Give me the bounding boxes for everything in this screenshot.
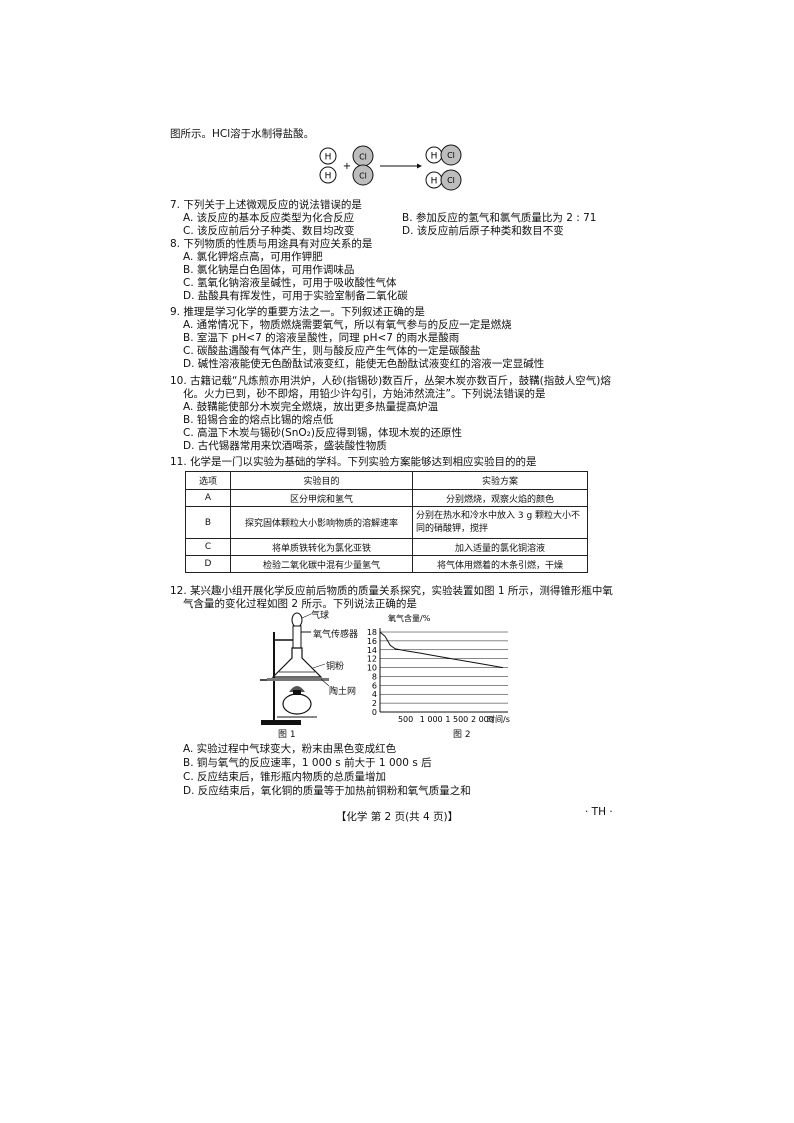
y-tick-label: 14 [367,646,377,655]
svg-text:Cl: Cl [447,176,455,185]
q10-stem-line1: 10. 古籍记载“凡炼煎亦用洪炉，人砂(指锡砂)数百斤，丛架木炭亦数百斤，鼓鞲(… [170,375,611,387]
table-header-purpose: 实验目的 [230,471,413,490]
q8-option-d[interactable]: D. 盐酸具有挥发性，可用于实验室制备二氧化碳 [183,290,408,302]
fig1-caption: 图 1 [278,730,296,740]
q11-table: 选项 实验目的 实验方案 A 区分甲烷和氢气 分别燃烧，观察火焰的颜色 B 探究… [185,471,588,573]
table-header-row: 选项 实验目的 实验方案 [185,471,588,490]
svg-text:H: H [431,177,438,187]
y-axis-label: 氧气含量/% [388,613,431,623]
figure1-apparatus [260,612,330,725]
page-footer: 【化学 第 2 页(共 4 页)】 [335,811,459,823]
y-tick-label: 2 [372,699,377,708]
paper-tag: · TH · [585,806,613,818]
plus-sign: + [343,161,351,172]
table-cell-plan: 分别燃烧，观察火焰的颜色 [412,489,588,507]
q12-option-a[interactable]: A. 实验过程中气球变大，粉末由黑色变成红色 [183,743,397,755]
hcl-molecule: H Cl [425,169,462,191]
table-cell-option: C [185,538,231,556]
q10-option-c[interactable]: C. 高温下木炭与锡砂(SnO₂)反应得到锡，体现木炭的还原性 [183,427,462,439]
q7-option-c[interactable]: C. 该反应前后分子种类、数目均改变 [183,225,355,237]
x-tick-label: 1 000 [420,715,443,724]
q7-stem: 7. 下列关于上述微观反应的说法错误的是 [170,199,362,211]
q12-stem-line1: 12. 某兴趣小组开展化学反应前后物质的质量关系探究，实验装置如图 1 所示，测… [170,585,613,597]
fig1-label-copper: 铜粉 [326,662,345,672]
fig2-caption: 图 2 [453,730,471,740]
q10-option-b[interactable]: B. 铅锡合金的熔点比锡的熔点低 [183,414,334,426]
h-atom-label: H [325,153,332,163]
fig1-label-mesh: 陶土网 [329,687,357,697]
svg-text:H: H [431,152,438,162]
q9-option-a[interactable]: A. 通常情况下，物质燃烧需要氧气，所以有氧气参与的反应一定是燃烧 [183,319,512,331]
q10-option-d[interactable]: D. 古代锡器常用来饮酒喝茶，盛装酸性物质 [183,440,387,452]
h-atom-label: H [325,172,332,182]
x-tick-label: 1 500 [445,715,468,724]
q12-option-b[interactable]: B. 铜与氧气的反应速率，1 000 s 前大于 1 000 s 后 [183,757,432,769]
reaction-arrow [380,163,422,169]
table-cell-option: B [185,506,231,539]
q8-option-a[interactable]: A. 氯化钾熔点高，可用作钾肥 [183,251,323,263]
y-tick-label: 4 [372,690,377,699]
table-cell-plan: 将气体用燃着的木条引燃，干燥 [412,555,588,573]
cl-atom-label: Cl [359,153,367,162]
intro-text: 图所示。HCl溶于水制得盐酸。 [170,128,315,140]
table-cell-plan: 分别在热水和冷水中放入 3 g 颗粒大小不同的硝酸钾，搅拌 [412,506,588,539]
cl-atom-label: Cl [359,172,367,181]
hydrogen-molecule: H H [319,147,337,184]
q11-stem: 11. 化学是一门以实验为基础的学科。下列实验方案能够达到相应实验目的的是 [170,456,537,468]
table-row: D 检验二氧化碳中混有少量氢气 将气体用燃着的木条引燃，干燥 [185,555,588,573]
y-tick-label: 8 [372,672,377,681]
q9-option-c[interactable]: C. 碳酸盐遇酸有气体产生，则与酸反应产生气体的一定是碳酸盐 [183,345,481,357]
q7-option-d[interactable]: D. 该反应前后原子种类和数目不变 [402,225,564,237]
table-cell-purpose: 将单质铁转化为氯化亚铁 [230,538,413,556]
oxygen-series-line [379,631,503,669]
table-header-option: 选项 [185,471,231,490]
table-cell-option: D [185,555,231,573]
q8-option-b[interactable]: B. 氯化钠是白色固体，可用作调味品 [183,264,355,276]
y-tick-label: 10 [367,664,377,673]
table-cell-plan: 加入适量的氯化铜溶液 [412,538,588,556]
q12-option-d[interactable]: D. 反应结束后，氧化铜的质量等于加热前铜粉和氧气质量之和 [183,785,471,797]
y-tick-label: 6 [372,681,377,690]
svg-text:Cl: Cl [447,151,455,160]
table-cell-purpose: 检验二氧化碳中混有少量氢气 [230,555,413,573]
table-header-plan: 实验方案 [412,471,588,490]
q7-option-b[interactable]: B. 参加反应的氢气和氯气质量比为 2 : 71 [402,212,597,224]
table-row: C 将单质铁转化为氯化亚铁 加入适量的氯化铜溶液 [185,538,588,556]
reaction-diagram: H H + Cl Cl H Cl H Cl [319,144,462,191]
y-tick-label: 0 [372,708,377,717]
table-cell-purpose: 探究固体颗粒大小影响物质的溶解速率 [230,506,413,539]
q10-option-a[interactable]: A. 鼓鞲能使部分木炭完全燃烧，放出更多热量提高炉温 [183,401,439,413]
x-tick-label: 500 [398,715,413,724]
q9-option-d[interactable]: D. 碱性溶液能使无色酚酞试液变红，能使无色酚酞试液变红的溶液一定显碱性 [183,358,545,370]
y-tick-label: 18 [367,628,377,637]
q9-stem: 9. 推理是学习化学的重要方法之一。下列叙述正确的是 [170,306,425,318]
q12-option-c[interactable]: C. 反应结束后，锥形瓶内物质的总质量增加 [183,771,387,783]
table-row: B 探究固体颗粒大小影响物质的溶解速率 分别在热水和冷水中放入 3 g 颗粒大小… [185,506,588,539]
q8-stem: 8. 下列物质的性质与用途具有对应关系的是 [170,238,373,250]
y-tick-label: 16 [367,637,377,646]
q12-stem-line2: 气含量的变化过程如图 2 所示。下列说法正确的是 [183,598,417,610]
y-tick-label: 12 [367,655,377,664]
chlorine-molecule: Cl Cl [352,145,374,186]
q9-option-b[interactable]: B. 室温下 pH<7 的溶液呈酸性，同理 pH<7 的雨水是酸雨 [183,332,460,344]
table-cell-purpose: 区分甲烷和氢气 [230,489,413,507]
x-tick-label: 2 000 [471,715,494,724]
fig1-label-sensor: 氧气传感器 [313,630,359,640]
q7-option-a[interactable]: A. 该反应的基本反应类型为化合反应 [183,212,355,224]
table-cell-option: A [185,489,231,507]
table-row: A 区分甲烷和氢气 分别燃烧，观察火焰的颜色 [185,489,588,507]
fig1-label-balloon: 气球 [311,611,330,621]
q10-stem-line2: 化。火力已到，砂不即熔，用铅少许勾引，方始沛然流注”。下列说法错误的是 [183,388,546,400]
q8-option-c[interactable]: C. 氢氧化钠溶液呈碱性，可用于吸收酸性气体 [183,277,397,289]
x-axis-label: 时间/s [487,714,510,724]
hcl-molecule: H Cl [425,144,462,166]
